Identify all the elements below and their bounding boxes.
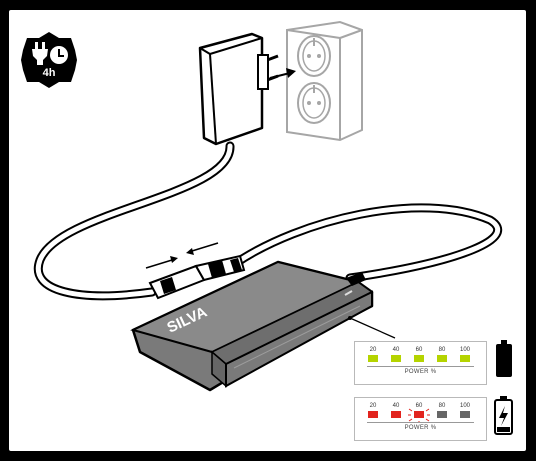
scale-line <box>367 422 474 423</box>
led-indicator <box>368 355 378 362</box>
illustration-panel: SILVA <box>9 10 526 451</box>
led-indicator <box>414 355 424 362</box>
level-label: 20 <box>369 347 377 353</box>
level-label: 40 <box>392 347 400 353</box>
level-label: 40 <box>392 403 400 409</box>
scale-line <box>367 366 474 367</box>
battery-full-icon <box>496 340 512 377</box>
led-indicator <box>368 411 378 418</box>
level-label: 100 <box>459 403 470 409</box>
power-caption: POWER % <box>404 425 437 431</box>
led-indicator-blinking <box>414 411 424 418</box>
indicator-pointer <box>348 316 396 339</box>
power-indicator-full: 20 40 60 80 100 POWER % <box>354 341 487 385</box>
plug-clock-icon <box>21 32 77 88</box>
level-label: 60 <box>415 347 423 353</box>
wall-socket <box>286 20 363 142</box>
led-indicator <box>391 411 401 418</box>
charge-time-badge: 4h <box>19 30 79 90</box>
led-indicator <box>391 355 401 362</box>
power-indicator-charging: 20 40 60 80 100 POWER % <box>354 397 487 441</box>
led-indicator <box>437 355 447 362</box>
power-caption: POWER % <box>404 369 437 375</box>
charge-duration: 4h <box>42 67 56 79</box>
usb-cable <box>33 141 503 301</box>
level-label: 80 <box>438 403 446 409</box>
charging-illustration: SILVA <box>33 20 513 435</box>
level-label: 60 <box>415 403 423 409</box>
cable-connector <box>148 254 246 300</box>
power-adapter <box>198 32 279 146</box>
level-label: 80 <box>438 347 446 353</box>
led-indicator <box>460 411 470 418</box>
power-bank: SILVA <box>130 260 374 392</box>
led-indicator <box>437 411 447 418</box>
connect-arrows <box>145 242 219 269</box>
battery-charging-icon <box>494 396 513 435</box>
level-label: 100 <box>459 347 470 353</box>
led-indicator <box>460 355 470 362</box>
level-label: 20 <box>369 403 377 409</box>
